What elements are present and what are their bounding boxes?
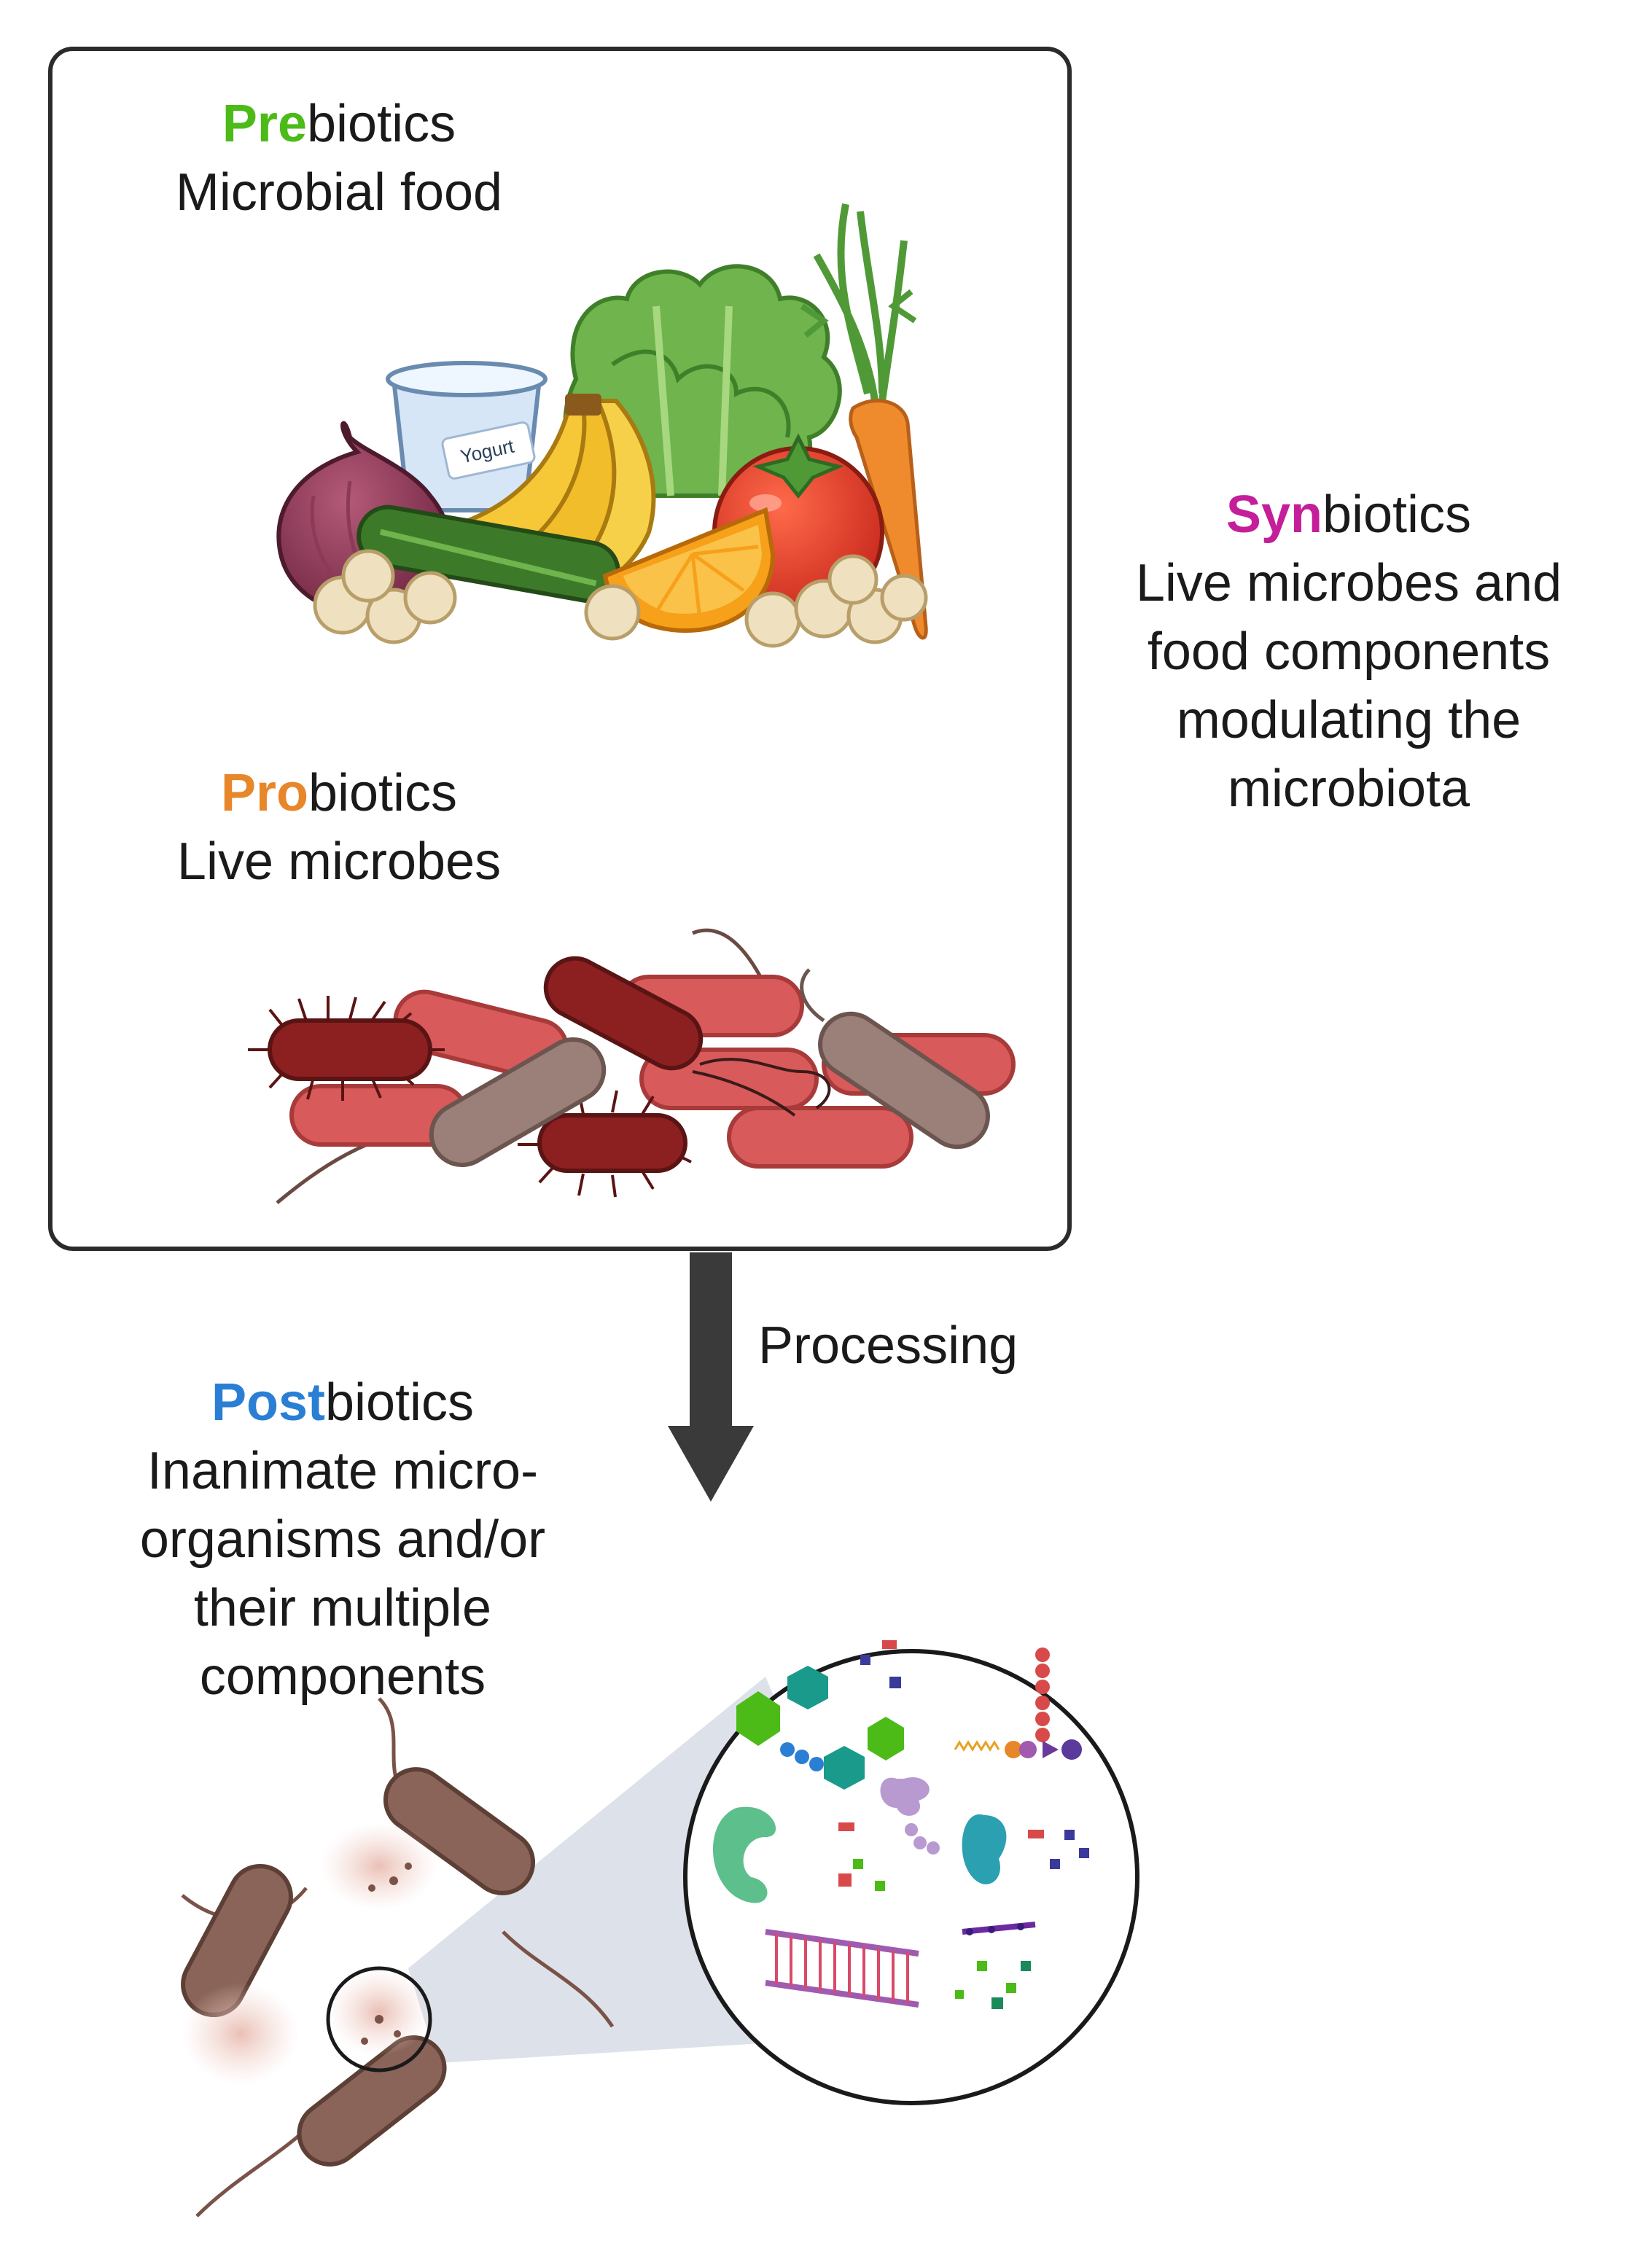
- postbiotics-prefix: Post: [211, 1373, 325, 1432]
- yogurt-cup-icon: Yogurt: [386, 361, 548, 512]
- probiotics-title: Probiotics: [146, 758, 532, 828]
- postbiotics-suffix: biotics: [324, 1373, 475, 1432]
- pre-pro-box: [48, 47, 1072, 1251]
- synbiotics-title: Synbiotics: [1108, 480, 1589, 550]
- synbiotics-prefix: Syn: [1226, 485, 1322, 544]
- probiotics-suffix: biotics: [308, 764, 458, 822]
- probiotics-prefix: Pro: [220, 764, 308, 822]
- magnifier-circle-icon: [326, 1966, 432, 2072]
- synbiotics-line-3: modulating the: [1176, 691, 1522, 749]
- probiotics-description: Live microbes: [176, 832, 502, 891]
- processing-arrow: [668, 1252, 754, 1502]
- postbiotics-line-2: organisms and/or: [139, 1510, 546, 1569]
- postbiotics-line-4: components: [199, 1647, 486, 1706]
- probiotic-bacteria: [248, 928, 1016, 1204]
- synbiotics-line-2: food components: [1147, 623, 1551, 681]
- synbiotics-line-1: Live microbes and: [1135, 554, 1562, 612]
- orange-slice-icon: [602, 507, 776, 633]
- postbiotics-title: Postbiotics: [117, 1368, 569, 1438]
- prebiotics-description: Microbial food: [175, 163, 503, 222]
- food-illustration: Yogurt: [276, 203, 928, 648]
- prebiotics-prefix: Pre: [222, 95, 307, 153]
- postbiotics-line-3: their multiple: [193, 1579, 492, 1637]
- synbiotics-line-4: microbiota: [1227, 760, 1470, 818]
- chickpea-icon: [313, 549, 928, 648]
- processing-label: Processing: [758, 1317, 1018, 1375]
- prebiotics-title: Prebiotics: [146, 89, 532, 159]
- postbiotics-line-1: Inanimate micro-: [147, 1442, 539, 1500]
- molecule-icon: [712, 1640, 1089, 2009]
- prebiotics-suffix: biotics: [307, 95, 456, 153]
- dna-icon: [765, 1929, 919, 2008]
- synbiotics-suffix: biotics: [1322, 485, 1472, 544]
- postbiotic-illustration: [181, 1640, 1139, 2218]
